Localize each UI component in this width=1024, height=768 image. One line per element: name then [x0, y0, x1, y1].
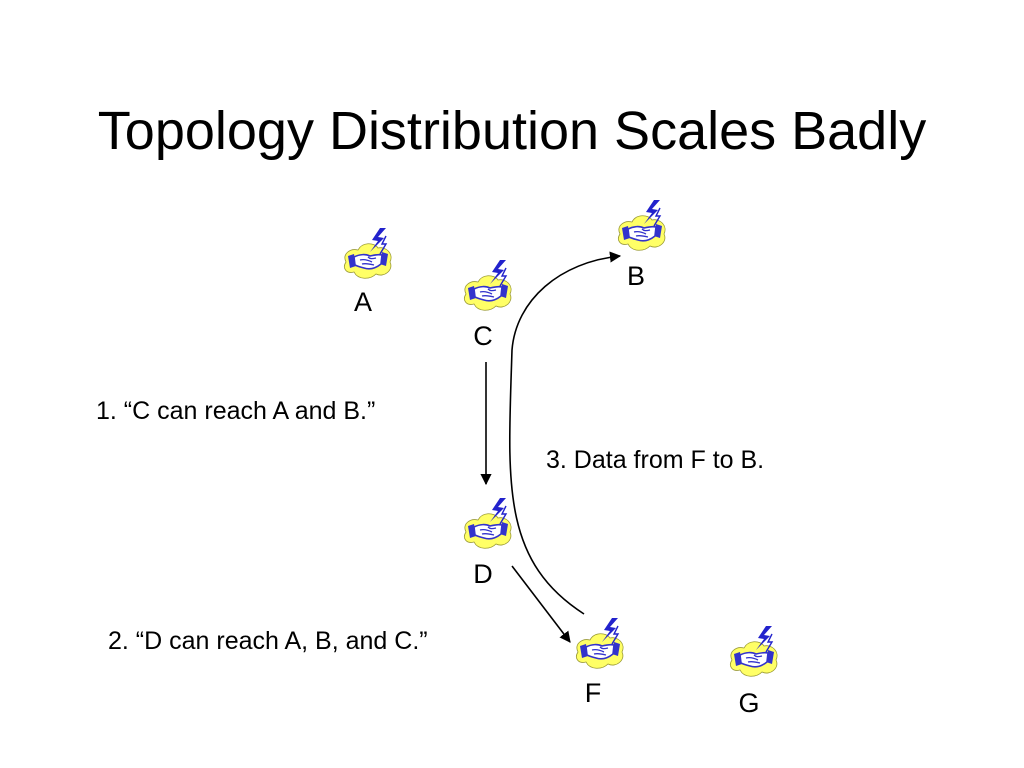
node-b-icon — [614, 198, 670, 258]
caption-step-3: 3. Data from F to B. — [546, 446, 765, 474]
node-c-icon — [460, 258, 516, 318]
node-d-label: D — [473, 559, 493, 589]
node-a-label: A — [353, 287, 372, 317]
node-a-icon — [340, 226, 396, 286]
node-g-icon — [726, 624, 782, 684]
caption-step-1: 1. “C can reach A and B.” — [96, 397, 376, 425]
node-g-label: G — [738, 688, 760, 718]
node-d-icon — [460, 496, 516, 556]
node-b-label: B — [626, 261, 645, 291]
node-f-label: F — [584, 678, 602, 708]
caption-step-2: 2. “D can reach A, B, and C.” — [108, 627, 428, 655]
arrow-d-to-f — [511, 565, 571, 643]
node-f-icon — [572, 616, 628, 676]
node-c-label: C — [473, 321, 493, 351]
slide-title: Topology Distribution Scales Badly — [97, 101, 927, 161]
arrow-f-to-b — [508, 251, 622, 615]
